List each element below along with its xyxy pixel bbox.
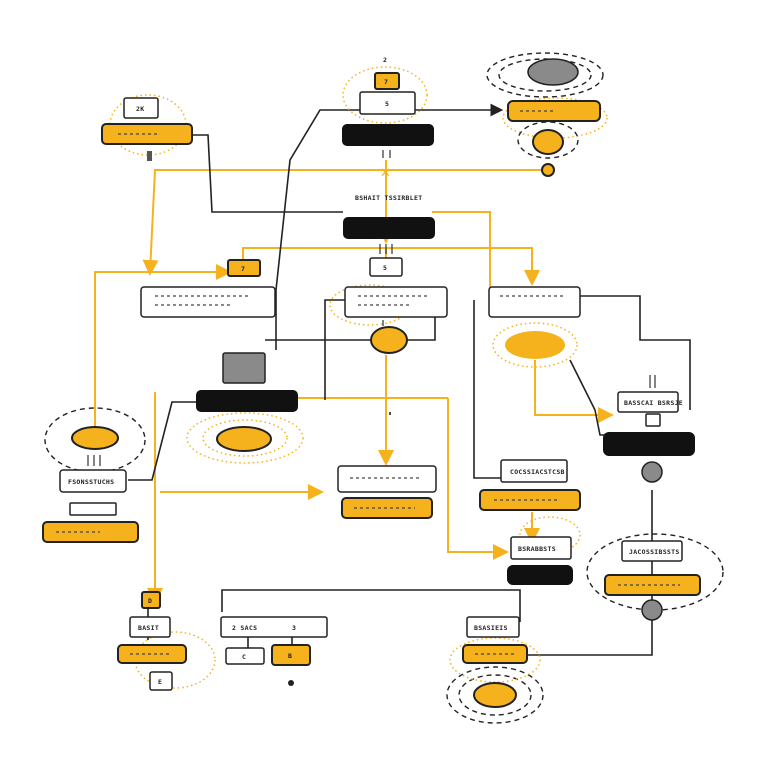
top-left-connector-tick: [147, 151, 152, 161]
tick-marks: [87, 150, 656, 466]
center-white-node[interactable]: [344, 286, 448, 318]
right-node-top-label: BASSCAI BSRSJE: [624, 399, 683, 407]
right-gray-node[interactable]: [641, 461, 663, 483]
center-black-bar[interactable]: [343, 217, 435, 239]
small-box-c[interactable]: C: [225, 647, 265, 665]
bottom-right-yellow-ellipse[interactable]: [473, 682, 517, 708]
top-left-tab[interactable]: 2K: [123, 97, 159, 119]
right-white-node[interactable]: [488, 286, 581, 318]
bottom-center-bar[interactable]: 2 SACS 3: [220, 616, 328, 638]
top-right-small-dot: [541, 163, 555, 177]
bottom-right-yellow-node[interactable]: [462, 644, 528, 664]
center-right-yellow-node[interactable]: [479, 489, 581, 511]
right-gold-blob[interactable]: [505, 331, 565, 359]
top-x-glyph: ✕: [380, 166, 391, 181]
top-right-yellow-node[interactable]: [507, 100, 601, 122]
center-right-node-label: COCSSIACSTCSB: [510, 468, 565, 476]
mid-tab-label: 5: [383, 264, 387, 272]
bottom-left-node-label: BASIT: [138, 624, 159, 632]
bottom-center-dot: [288, 680, 294, 686]
center-lower-yellow-node[interactable]: [341, 497, 433, 519]
small-box-e-label: E: [158, 678, 162, 686]
center-right-node[interactable]: COCSSIACSTCSB: [500, 459, 568, 483]
bottom-center-right-label: 3: [292, 624, 296, 632]
left-yellow-tab[interactable]: 7: [227, 259, 261, 277]
small-box-b-label: B: [288, 652, 292, 660]
left-black-bar[interactable]: [196, 390, 298, 412]
center-lower-white-node[interactable]: [337, 465, 437, 493]
bottom-left-marker[interactable]: D: [141, 591, 161, 609]
right-black-bar[interactable]: [603, 432, 695, 456]
top-box[interactable]: 5: [359, 91, 416, 115]
right-mid-black-bar[interactable]: [507, 565, 573, 585]
bottom-left-node[interactable]: BASIT: [129, 616, 171, 638]
top-right-gray-ellipse[interactable]: [527, 58, 579, 86]
center-heading: BSHAIT TSSIRBLET: [355, 194, 422, 202]
bottom-left-marker-label: D: [148, 597, 152, 605]
far-left-yellow-ellipse[interactable]: [71, 426, 119, 450]
right-cluster-yellow-node[interactable]: [604, 574, 701, 596]
top-left-yellow-node[interactable]: [101, 123, 193, 145]
top-left-tab-label: 2K: [136, 105, 144, 113]
top-marker-label: 2: [383, 56, 387, 64]
bottom-right-node[interactable]: BSASIEIS: [466, 616, 520, 638]
top-black-bar[interactable]: [342, 124, 434, 146]
small-box-b[interactable]: B: [271, 644, 311, 666]
top-box-label: 5: [385, 100, 389, 108]
left-white-node[interactable]: [140, 286, 276, 318]
right-cluster-node-label: JACOSSIBSSTS: [629, 548, 680, 556]
right-small-box: [645, 413, 661, 427]
top-tab[interactable]: 7: [374, 72, 400, 90]
right-lower-gray-node[interactable]: [641, 599, 663, 621]
left-node-label: FSONSSTUCHS: [68, 478, 114, 486]
small-box-e[interactable]: E: [149, 671, 173, 691]
top-right-yellow-ellipse[interactable]: [532, 129, 564, 155]
mid-tab[interactable]: 5: [369, 257, 403, 277]
small-box-c-label: C: [242, 653, 246, 661]
right-node-top[interactable]: BASSCAI BSRSJE: [617, 391, 683, 413]
left-node[interactable]: FSONSSTUCHS: [59, 469, 127, 493]
left-yellow-ellipse[interactable]: [216, 426, 272, 452]
left-bottom-yellow-node[interactable]: [42, 521, 139, 543]
center-yellow-ellipse[interactable]: [370, 326, 408, 354]
bottom-right-node-label: BSASIEIS: [474, 624, 508, 632]
left-yellow-tab-label: 7: [241, 265, 245, 273]
dark-connectors: [128, 103, 691, 656]
bottom-left-yellow-node[interactable]: [117, 644, 187, 664]
left-small-strip: [69, 502, 117, 516]
left-gray-box[interactable]: [222, 352, 266, 384]
right-mid-node-label: BSRABBSTS: [518, 545, 556, 553]
top-tab-label: 7: [384, 78, 388, 86]
right-mid-node[interactable]: BSRABBSTS: [510, 536, 572, 560]
right-cluster-node[interactable]: JACOSSIBSSTS: [621, 540, 683, 562]
bottom-center-left-label: 2 SACS: [232, 624, 257, 632]
